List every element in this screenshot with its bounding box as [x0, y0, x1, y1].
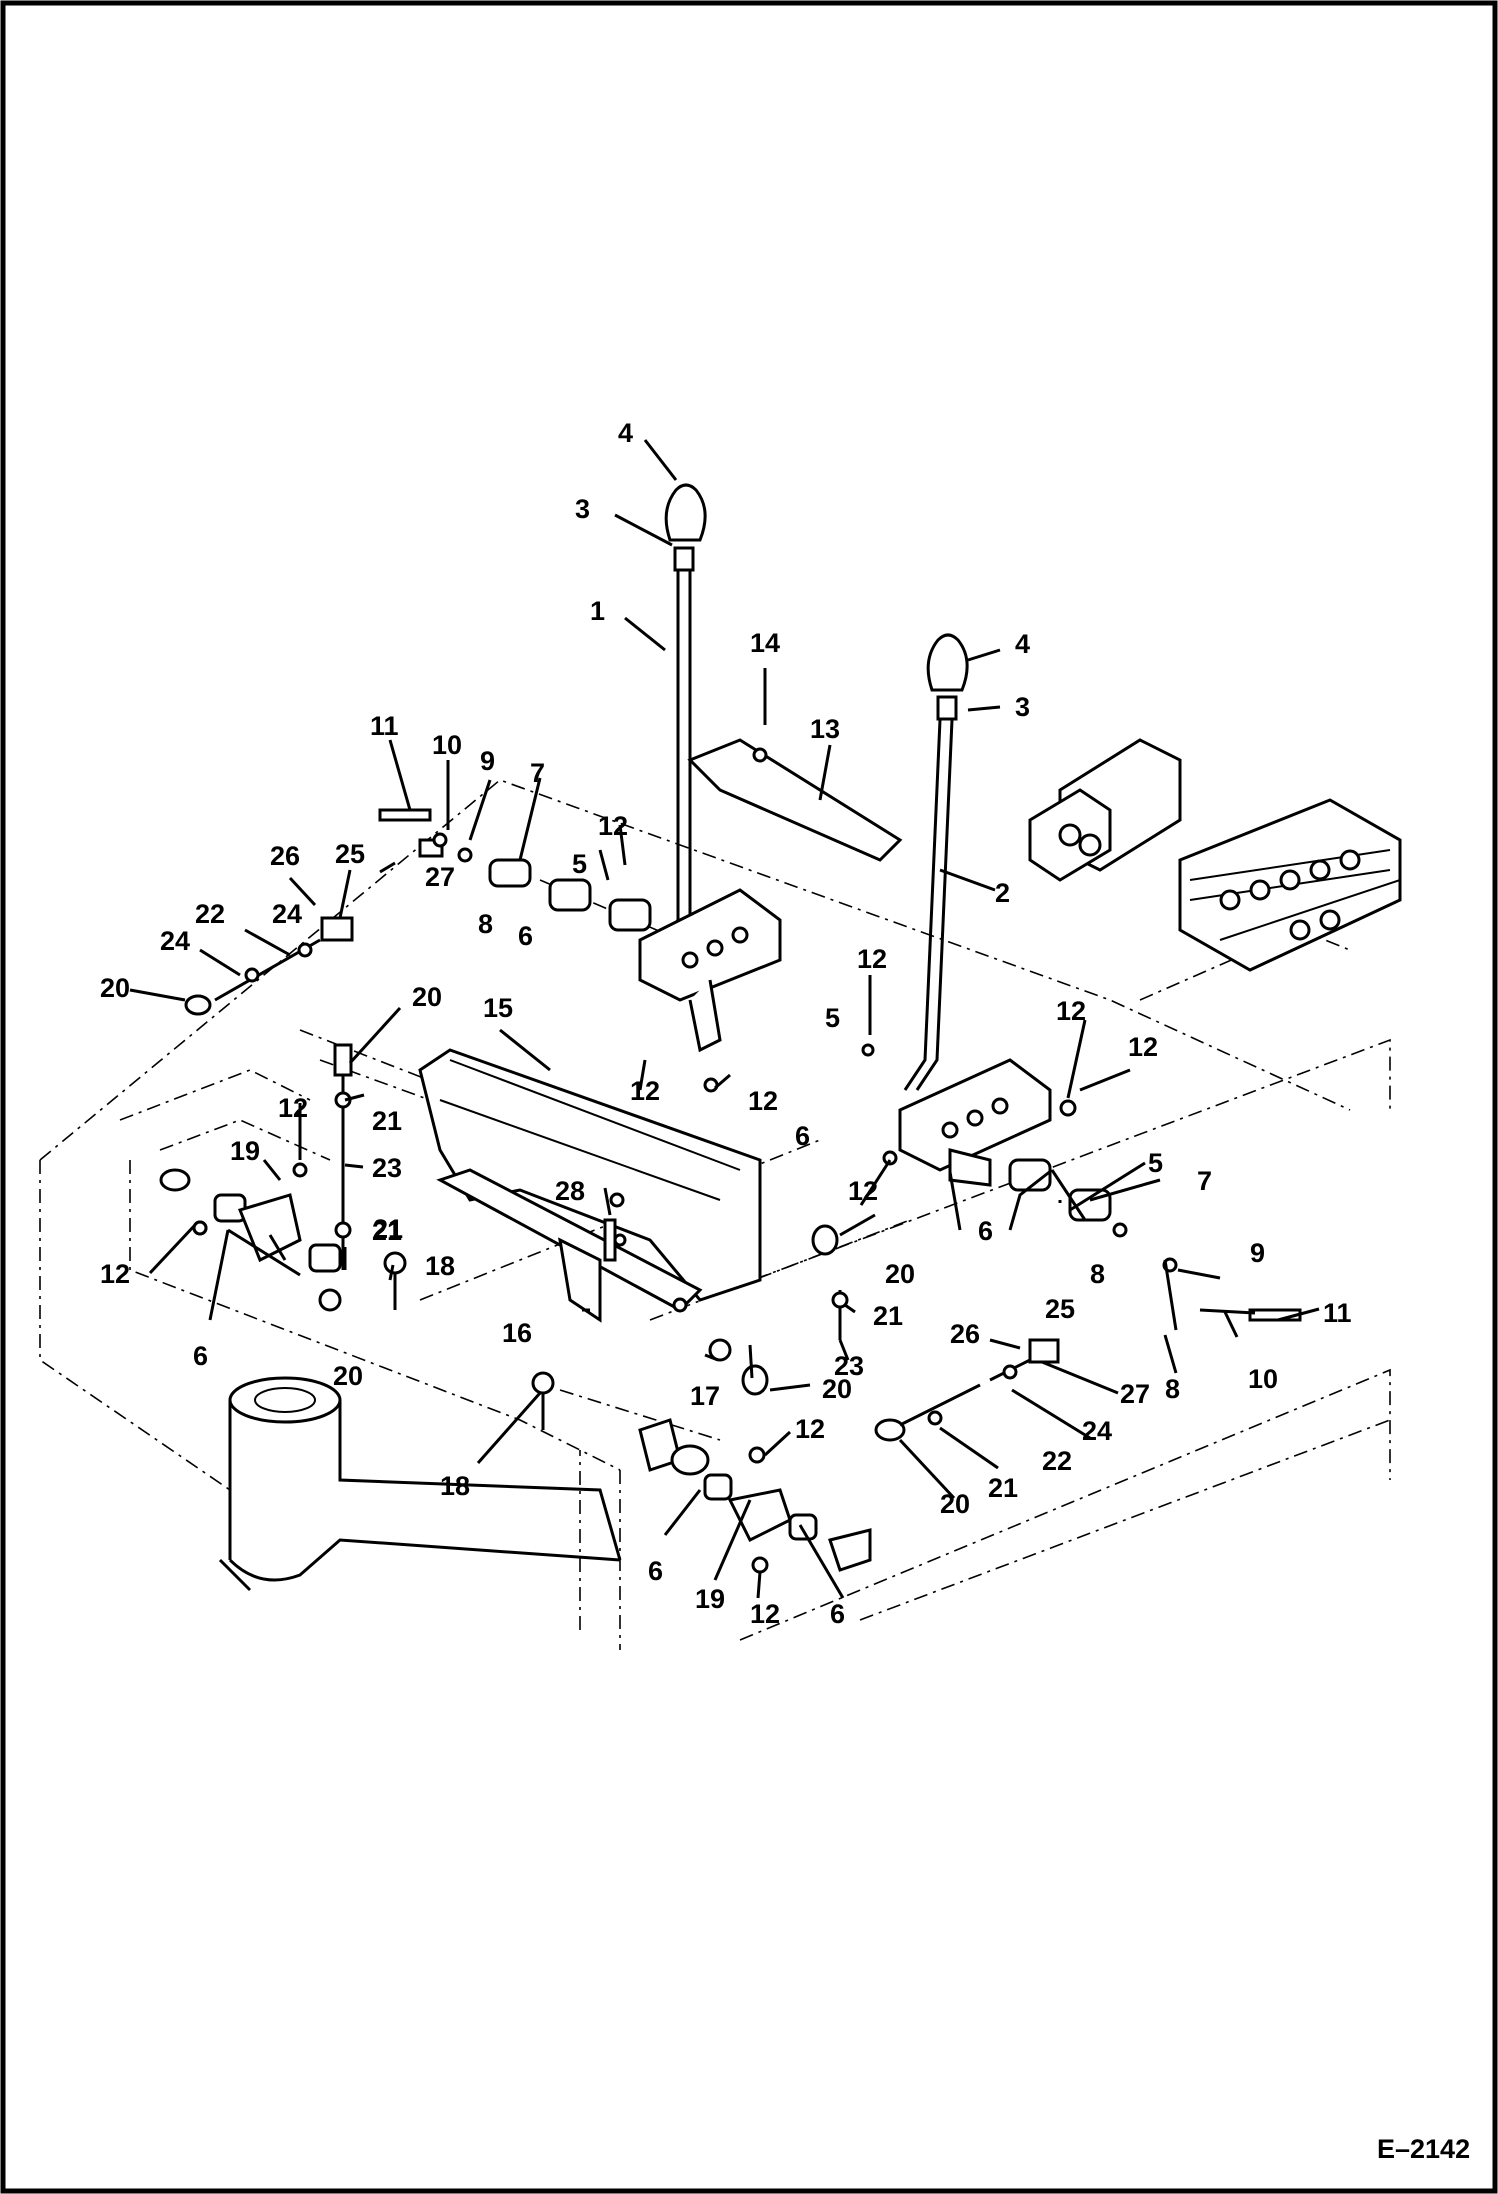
- callout: 12: [278, 1093, 308, 1123]
- callout: 13: [810, 714, 840, 744]
- callout: 12: [857, 944, 887, 974]
- pivot-assembly-right: [638, 1418, 872, 1572]
- callout: 21: [373, 1214, 403, 1244]
- callout: 9: [480, 746, 495, 776]
- callout: 26: [270, 841, 300, 871]
- plate: [687, 738, 903, 862]
- callout: 23: [834, 1351, 864, 1381]
- callout: 14: [750, 628, 780, 658]
- callout: 12: [1128, 1032, 1158, 1062]
- callout: 6: [648, 1556, 663, 1586]
- linkage-left: [184, 808, 652, 1270]
- callout: 20: [885, 1259, 915, 1289]
- callout: 15: [483, 993, 513, 1023]
- pivot-assembly-left: [159, 1168, 342, 1312]
- callout: 5: [825, 1003, 840, 1033]
- callout: 18: [425, 1251, 455, 1281]
- callout: 10: [432, 730, 462, 760]
- callout: 24: [272, 899, 302, 929]
- callout: 22: [1042, 1446, 1072, 1476]
- callout: 27: [425, 862, 455, 892]
- control-lever-left: [648, 483, 707, 961]
- callout: 1: [590, 596, 605, 626]
- callout: 12: [1056, 996, 1086, 1026]
- callout: 20: [822, 1374, 852, 1404]
- callout: 12: [630, 1076, 660, 1106]
- callout: 8: [478, 909, 493, 939]
- callout: 20: [333, 1361, 363, 1391]
- callout: 11: [1323, 1298, 1352, 1328]
- callout: 12: [848, 1176, 878, 1206]
- callout: 7: [1197, 1166, 1212, 1196]
- leader-lines: [129, 439, 1320, 1599]
- callout: 5: [1148, 1148, 1163, 1178]
- callout: 6: [795, 1121, 810, 1151]
- callout: 3: [575, 494, 590, 524]
- callout: 5: [572, 849, 587, 879]
- callout: 21: [372, 1216, 402, 1246]
- callout: 20: [412, 982, 442, 1012]
- callout: 11: [370, 711, 399, 741]
- callout: 4: [1015, 629, 1030, 659]
- lever-bracket-right: [898, 1058, 1052, 1187]
- control-lever-right: [903, 633, 969, 1091]
- callout: 6: [978, 1216, 993, 1246]
- callout: 12: [748, 1086, 778, 1116]
- callout: 10: [1248, 1364, 1278, 1394]
- callout: 17: [690, 1381, 720, 1411]
- callout: 6: [193, 1341, 208, 1371]
- callout: 12: [795, 1414, 825, 1444]
- callout: 3: [1015, 692, 1030, 722]
- callout: 6: [518, 921, 533, 951]
- callout: 21: [873, 1301, 903, 1331]
- bracket: [436, 1168, 703, 1323]
- callout: 12: [750, 1599, 780, 1629]
- callout: 4: [618, 418, 633, 448]
- callout: 25: [1045, 1294, 1075, 1324]
- callout: 26: [950, 1319, 980, 1349]
- drawing-id: E–2142: [1377, 2134, 1470, 2164]
- callout: 27: [1120, 1379, 1150, 1409]
- callout: 2: [995, 878, 1010, 908]
- callout: 24: [1082, 1416, 1112, 1446]
- callout: 7: [530, 758, 545, 788]
- callout: 6: [830, 1599, 845, 1629]
- lever-bracket-left: [638, 888, 782, 1053]
- callout: 8: [1090, 1259, 1105, 1289]
- callout: 19: [230, 1136, 260, 1166]
- fasteners: [192, 1043, 1077, 1574]
- callout: 16: [502, 1318, 532, 1348]
- callout: 21: [372, 1106, 402, 1136]
- callout-labels: 4 3 1 14 4 3 13 11 10 9 7 12 26 25 5 2 2…: [100, 418, 1352, 1629]
- callout: 22: [195, 899, 225, 929]
- control-valve: [1028, 738, 1402, 972]
- callout: 9: [1250, 1238, 1265, 1268]
- callout: 12: [598, 811, 628, 841]
- callout: 23: [372, 1153, 402, 1183]
- callout: 12: [100, 1259, 130, 1289]
- callout: 25: [335, 839, 365, 869]
- callout: 20: [100, 973, 130, 1003]
- callout: 18: [440, 1471, 470, 1501]
- swing-post: [218, 1376, 622, 1592]
- callout: 21: [988, 1473, 1018, 1503]
- callout: 20: [940, 1489, 970, 1519]
- callout: 24: [160, 926, 190, 956]
- callout: 28: [555, 1176, 585, 1206]
- callout: 19: [695, 1584, 725, 1614]
- callout: 8: [1165, 1374, 1180, 1404]
